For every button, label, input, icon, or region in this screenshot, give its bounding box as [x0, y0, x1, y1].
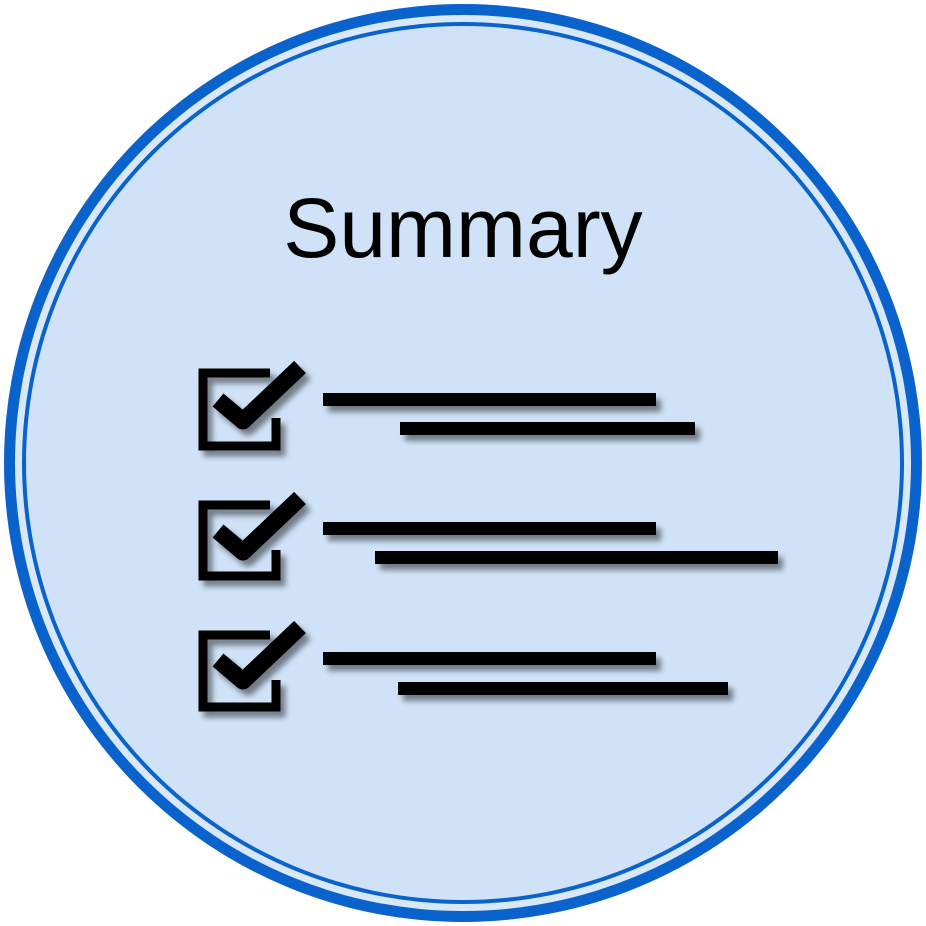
line-placeholder — [400, 422, 695, 435]
checklist-item — [198, 491, 778, 581]
line-placeholder — [323, 393, 656, 406]
line-placeholder — [398, 682, 728, 695]
line-placeholder — [375, 551, 778, 564]
line-placeholder — [323, 522, 656, 535]
page-title: Summary — [283, 181, 643, 275]
badge-fill — [26, 26, 900, 900]
checkbox-checked-icon — [198, 620, 306, 712]
checkbox-checked-icon — [198, 491, 306, 581]
checklist-item — [198, 360, 695, 451]
checklist-item — [198, 620, 728, 712]
line-placeholder — [323, 652, 656, 665]
checkbox-checked-icon — [198, 360, 306, 451]
